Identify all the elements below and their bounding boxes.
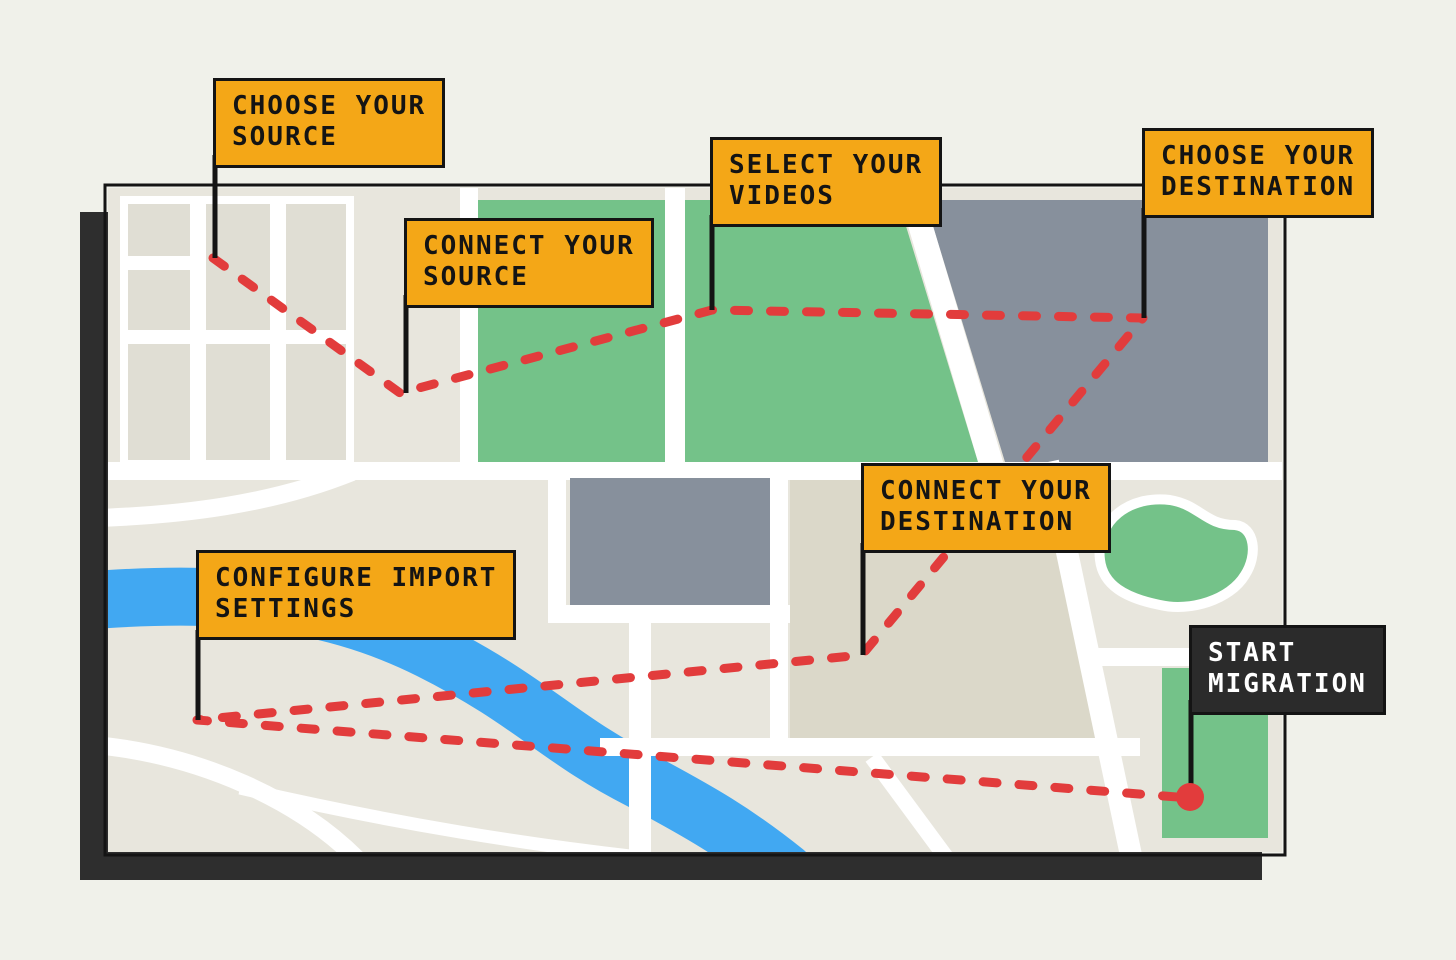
- label-line: CHOOSE YOUR: [232, 91, 427, 121]
- label-start-migration: START MIGRATION: [1189, 625, 1386, 715]
- street: [665, 188, 685, 470]
- label-line: CHOOSE YOUR: [1161, 141, 1356, 171]
- label-line: CONFIGURE IMPORT: [215, 563, 498, 593]
- label-connect-your-destination: CONNECT YOUR DESTINATION: [861, 463, 1111, 553]
- map-border: [103, 183, 1287, 857]
- label-select-your-videos: SELECT YOUR VIDEOS: [710, 137, 943, 227]
- label-choose-your-destination: CHOOSE YOUR DESTINATION: [1142, 128, 1375, 218]
- label-line: VIDEOS: [729, 181, 835, 211]
- label-line: SOURCE: [232, 122, 338, 152]
- street: [899, 190, 1005, 474]
- label-line: CONNECT YOUR: [880, 476, 1092, 506]
- label-line: START: [1208, 638, 1297, 668]
- street: [548, 605, 790, 623]
- street: [600, 738, 1140, 756]
- street: [108, 463, 356, 527]
- street: [238, 781, 649, 852]
- label-configure-import-settings: CONFIGURE IMPORT SETTINGS: [196, 550, 517, 640]
- label-line: DESTINATION: [880, 507, 1075, 537]
- street: [629, 607, 651, 852]
- label-connect-your-source: CONNECT YOUR SOURCE: [404, 218, 654, 308]
- city-block: [128, 344, 190, 460]
- district-area: [925, 200, 1268, 462]
- label-line: DESTINATION: [1161, 172, 1356, 202]
- city-block: [128, 270, 190, 330]
- label-line: SELECT YOUR: [729, 150, 924, 180]
- pond: [1094, 494, 1258, 612]
- park-area: [685, 200, 978, 462]
- destination-dot-icon: [1176, 783, 1204, 811]
- street: [548, 462, 566, 622]
- label-line: SOURCE: [423, 262, 529, 292]
- label-choose-your-source: CHOOSE YOUR SOURCE: [213, 78, 446, 168]
- building-area: [570, 478, 770, 605]
- label-line: MIGRATION: [1208, 669, 1367, 699]
- city-block: [206, 344, 270, 460]
- label-line: SETTINGS: [215, 594, 357, 624]
- city-block: [128, 204, 190, 256]
- city-block: [286, 204, 346, 330]
- label-line: CONNECT YOUR: [423, 231, 635, 261]
- city-block: [286, 344, 346, 460]
